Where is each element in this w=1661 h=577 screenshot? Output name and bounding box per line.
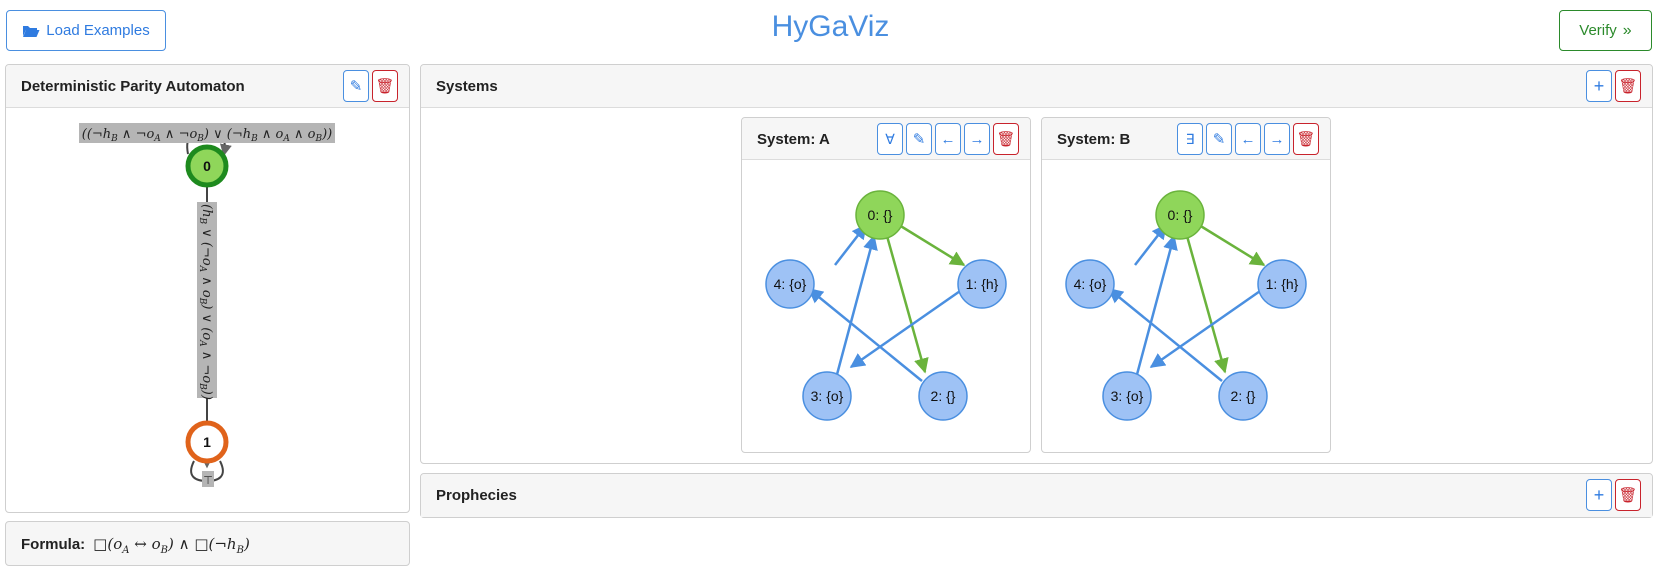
edit-system-a-button[interactable]: ✎ [906, 123, 932, 155]
system-a-node-4-label: 4: {o} [774, 276, 807, 292]
system-b-node-3[interactable]: 3: {o} [1102, 371, 1152, 421]
automaton-title: Deterministic Parity Automaton [21, 78, 245, 95]
system-a-node-1-label: 1: {h} [966, 276, 999, 292]
automaton-graph: ((¬hB ∧ ¬oA ∧ ¬oB) ∨ (¬hB ∧ oA ∧ oB)) (h… [79, 123, 335, 487]
verify-button[interactable]: Verify » [1559, 10, 1652, 51]
system-a-node-3-label: 3: {o} [811, 388, 844, 404]
system-a-node-2-label: 2: {} [931, 388, 956, 404]
load-examples-button[interactable]: Load Examples [6, 10, 166, 51]
system-b-node-1-label: 1: {h} [1266, 276, 1299, 292]
delete-system-b-button[interactable]: 🗑 [1293, 123, 1319, 155]
load-examples-label: Load Examples [46, 22, 150, 39]
system-b-title: System: B [1057, 131, 1131, 148]
pencil-icon: ✎ [1212, 131, 1226, 148]
formula-text: □(oA ↔ oB) ∧ □(¬hB) [93, 535, 250, 556]
delete-prophecies-button[interactable]: 🗑 [1615, 479, 1641, 511]
plus-icon: + [1593, 484, 1605, 505]
systems-title: Systems [436, 78, 498, 95]
system-b-quantifier: ∃ [1185, 130, 1195, 147]
prophecies-title: Prophecies [436, 487, 517, 504]
pencil-icon: ✎ [912, 131, 926, 148]
system-a-graph: 0: {} 1: {h} 2: {} 3: {o} 4: {o} [765, 190, 1007, 421]
system-b-header: System: B ∃ ✎ ← → 🗑 [1042, 118, 1330, 160]
pencil-icon: ✎ [349, 78, 363, 95]
delete-systems-button[interactable]: 🗑 [1615, 70, 1641, 102]
arrow-right-icon: → [969, 130, 985, 148]
edit-automaton-button[interactable]: ✎ [343, 70, 369, 102]
prophecies-header: Prophecies + 🗑 [421, 474, 1652, 517]
system-b-node-0-label: 0: {} [1168, 207, 1193, 223]
trash-icon: 🗑 [375, 78, 395, 95]
system-a-quantifier-button[interactable]: ∀ [877, 123, 903, 155]
delete-system-a-button[interactable]: 🗑 [993, 123, 1019, 155]
trash-icon: 🗑 [996, 131, 1016, 148]
system-a-node-2[interactable]: 2: {} [918, 371, 968, 421]
system-a-node-0[interactable]: 0: {} [855, 190, 905, 240]
prophecies-panel: Prophecies + 🗑 [420, 473, 1653, 518]
system-card-b: System: B ∃ ✎ ← → 🗑 [1041, 117, 1331, 453]
add-prophecy-button[interactable]: + [1586, 479, 1612, 511]
trash-icon: 🗑 [1618, 78, 1638, 95]
move-left-system-b-button[interactable]: ← [1235, 123, 1261, 155]
formula-label: Formula: [21, 536, 86, 553]
automaton-state-0[interactable] [185, 144, 229, 188]
move-right-system-a-button[interactable]: → [964, 123, 990, 155]
system-b-node-4-label: 4: {o} [1074, 276, 1107, 292]
trash-icon: 🗑 [1618, 487, 1638, 504]
system-a-node-3[interactable]: 3: {o} [802, 371, 852, 421]
trash-icon: 🗑 [1296, 131, 1316, 148]
automaton-panel: Deterministic Parity Automaton ✎ 🗑 ((¬hB… [5, 64, 410, 513]
self-loop-1-label: ⊤ [203, 475, 213, 487]
plus-icon: + [1593, 75, 1605, 96]
delete-automaton-button[interactable]: 🗑 [372, 70, 398, 102]
system-a-node-1[interactable]: 1: {h} [957, 259, 1007, 309]
system-a-node-0-label: 0: {} [868, 207, 893, 223]
system-b-node-2[interactable]: 2: {} [1218, 371, 1268, 421]
self-loop-0-label: ((¬hB ∧ ¬oA ∧ ¬oB) ∨ (¬hB ∧ oA ∧ oB)) [82, 127, 333, 144]
add-system-button[interactable]: + [1586, 70, 1612, 102]
arrow-right-icon: → [1269, 130, 1285, 148]
system-a-header: System: A ∀ ✎ ← → 🗑 [742, 118, 1030, 160]
move-left-system-a-button[interactable]: ← [935, 123, 961, 155]
system-a-quantifier: ∀ [885, 130, 895, 147]
move-right-system-b-button[interactable]: → [1264, 123, 1290, 155]
systems-panel: Systems + 🗑 System: A ∀ ✎ ← → 🗑 [420, 64, 1653, 464]
automaton-header: Deterministic Parity Automaton ✎ 🗑 [6, 65, 409, 108]
formula-panel: Formula: □(oA ↔ oB) ∧ □(¬hB) [5, 521, 410, 566]
arrow-left-icon: ← [940, 130, 956, 148]
folder-open-icon [22, 24, 40, 38]
system-b-node-1[interactable]: 1: {h} [1257, 259, 1307, 309]
system-b-graph: 0: {} 1: {h} 2: {} 3: {o} 4: {o} [1065, 190, 1307, 421]
automaton-state-1-label: 1 [203, 434, 211, 450]
verify-label: Verify [1579, 22, 1617, 39]
system-a-title: System: A [757, 131, 830, 148]
system-a-node-4[interactable]: 4: {o} [765, 259, 815, 309]
arrow-left-icon: ← [1240, 130, 1256, 148]
edit-system-b-button[interactable]: ✎ [1206, 123, 1232, 155]
automaton-state-1[interactable] [185, 420, 229, 464]
edge-0-1-label: (hB ∨ (¬oA ∧ oB) ∨ (oA ∧ ¬oB)) [197, 204, 214, 400]
system-card-a: System: A ∀ ✎ ← → 🗑 [741, 117, 1031, 453]
system-b-node-0[interactable]: 0: {} [1155, 190, 1205, 240]
automaton-state-0-label: 0 [203, 158, 211, 174]
double-chevron-right-icon: » [1622, 21, 1632, 39]
systems-header: Systems + 🗑 [421, 65, 1652, 108]
system-b-node-3-label: 3: {o} [1111, 388, 1144, 404]
system-b-quantifier-button[interactable]: ∃ [1177, 123, 1203, 155]
system-b-node-4[interactable]: 4: {o} [1065, 259, 1115, 309]
system-b-node-2-label: 2: {} [1231, 388, 1256, 404]
app-title: HyGaViz [771, 10, 890, 43]
